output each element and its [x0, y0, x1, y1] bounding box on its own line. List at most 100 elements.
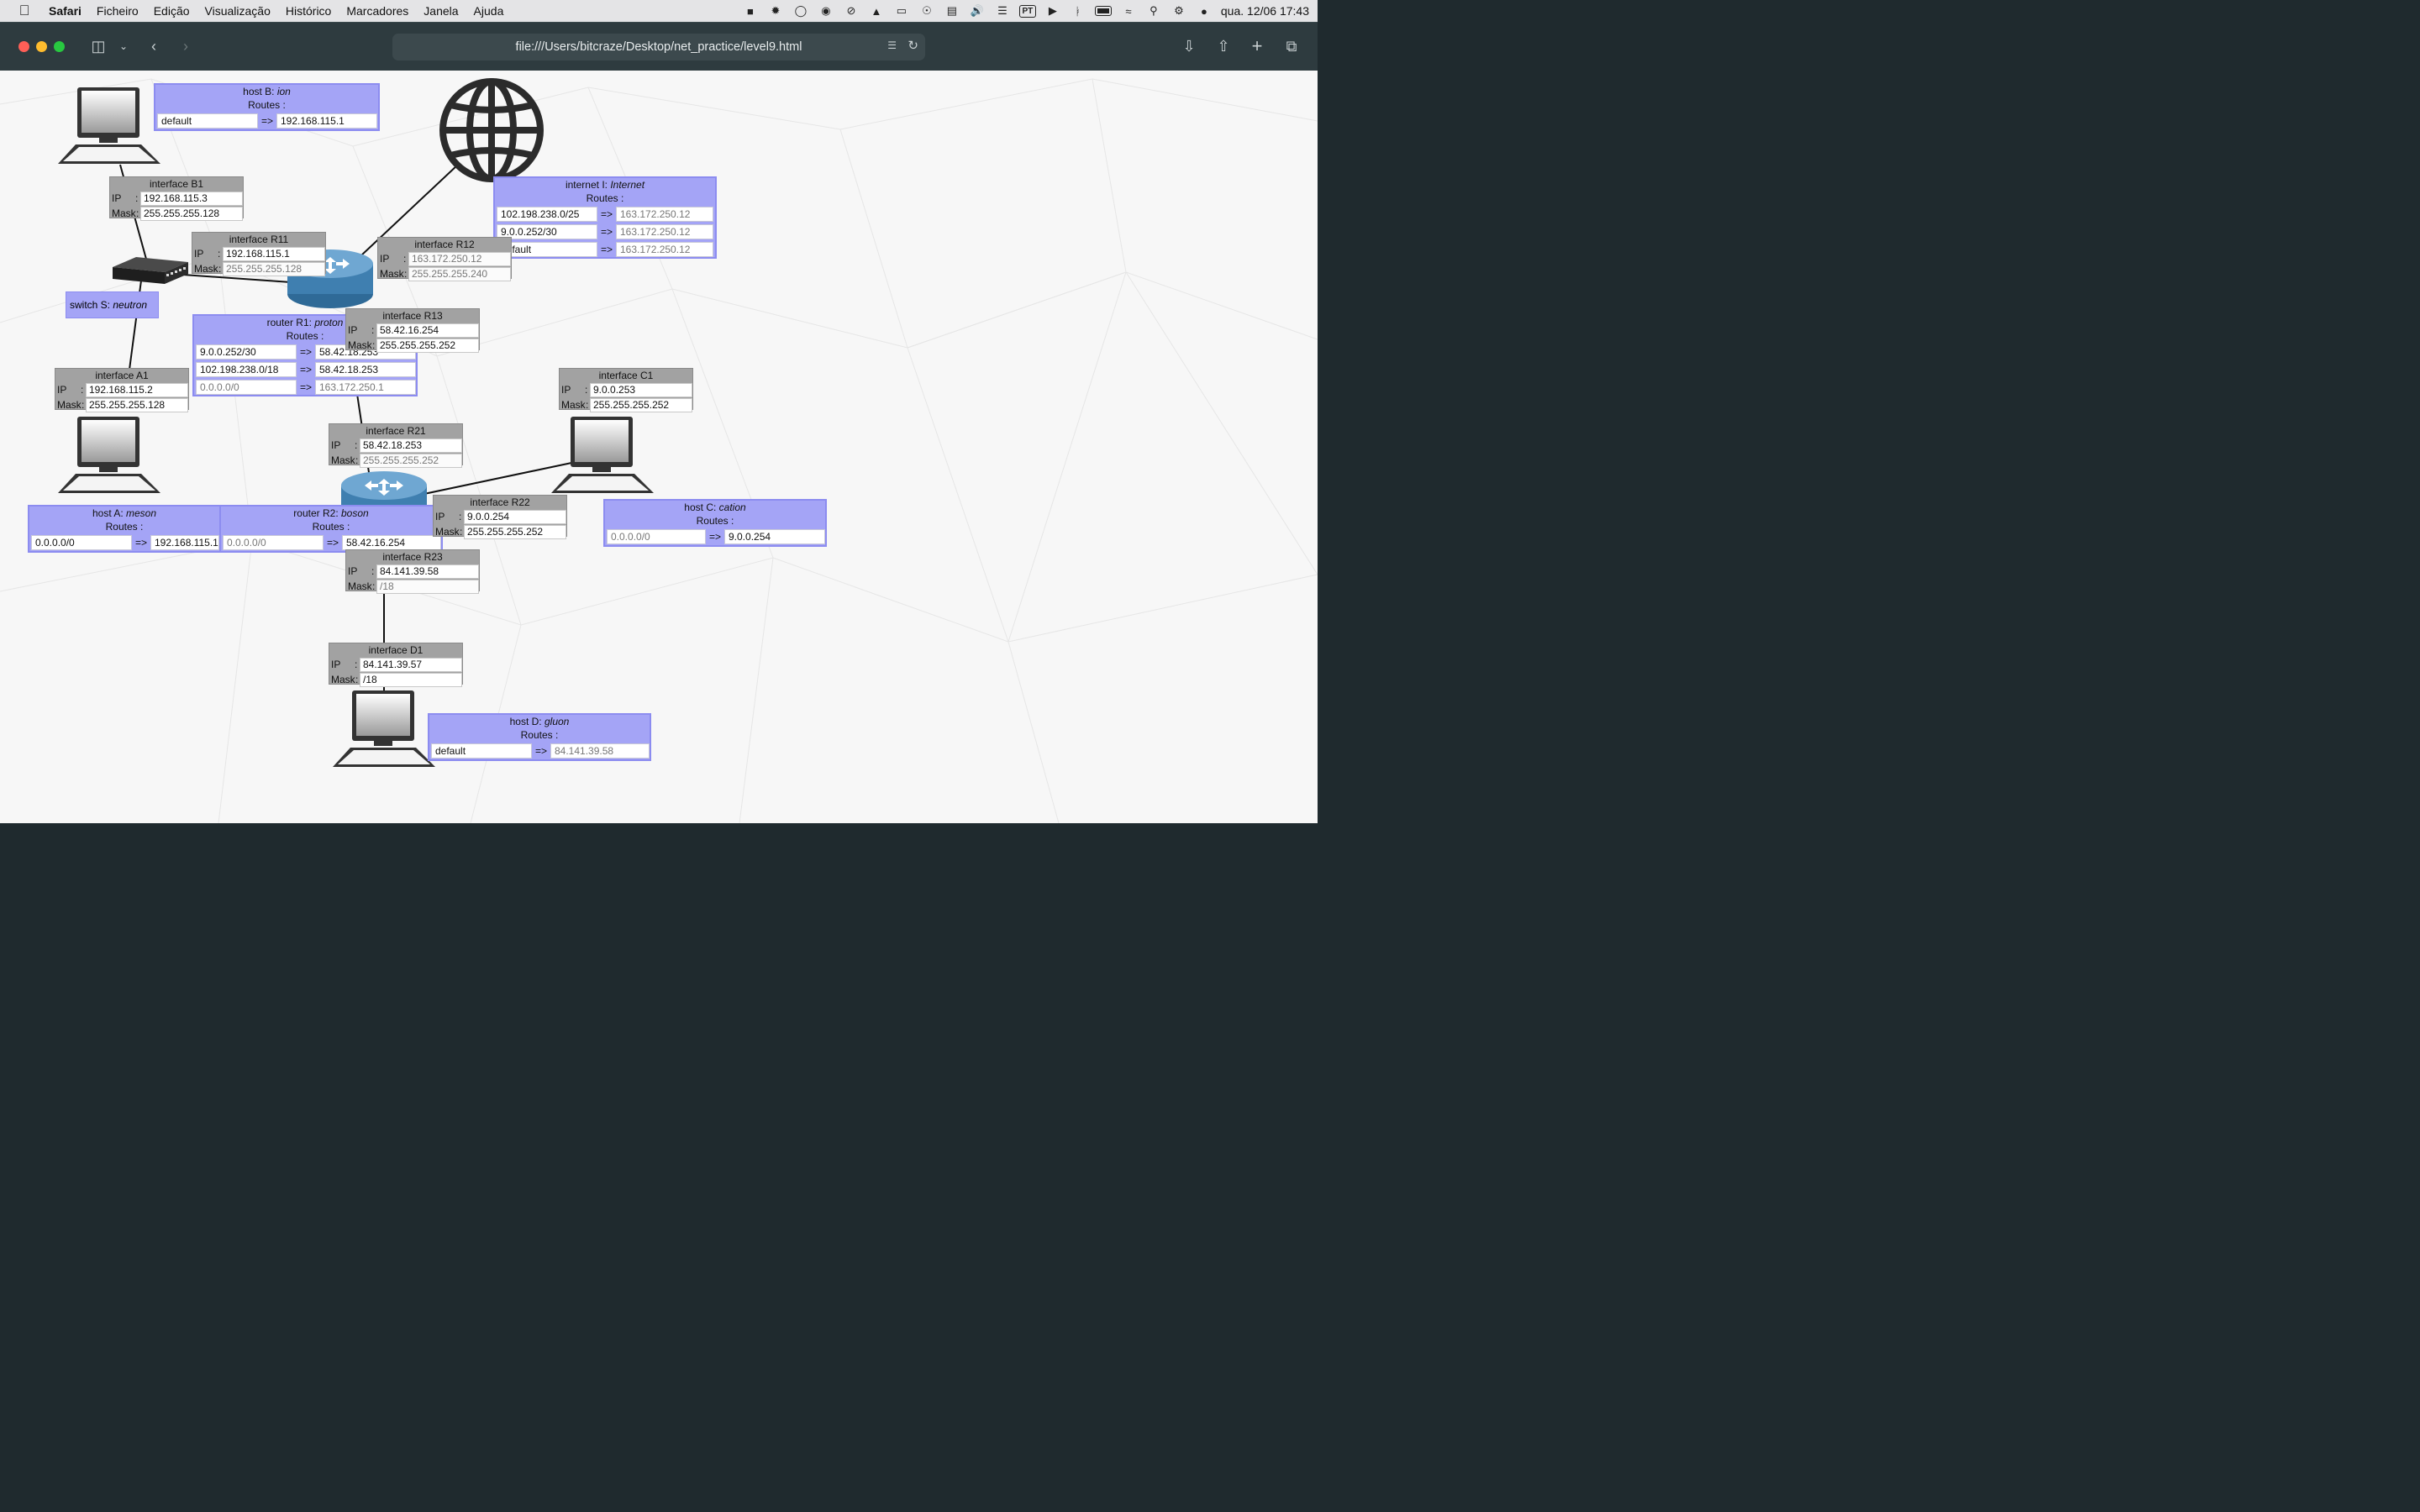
control-center-icon[interactable]: ⚙: [1174, 4, 1184, 17]
menu-historico[interactable]: Histórico: [285, 4, 332, 18]
interface-a1-mask-field[interactable]: 255.255.255.128: [86, 398, 188, 412]
aperture-icon[interactable]: ✹: [771, 4, 781, 17]
interface-a1-ip-field[interactable]: 192.168.115.2: [86, 383, 188, 397]
close-window-button[interactable]: [18, 41, 29, 52]
colon-label: :: [82, 399, 85, 411]
share-icon[interactable]: ⇧: [1217, 37, 1230, 55]
router-r2-route-via[interactable]: 58.42.16.254: [342, 535, 441, 550]
menu-janela[interactable]: Janela: [424, 4, 459, 18]
interface-r12-mask-field: 255.255.255.240: [408, 267, 511, 281]
wifi-icon[interactable]: ≈: [1125, 4, 1132, 18]
tab-overview-icon[interactable]: ⧉: [1286, 37, 1297, 55]
internet-route-dest[interactable]: 102.198.238.0/25: [497, 207, 597, 222]
host-c-routes-panel: host C: cation Routes : 0.0.0.0/0 => 9.0…: [603, 499, 827, 547]
play-icon[interactable]: ▶: [1048, 4, 1057, 17]
search-icon[interactable]: ⚲: [1150, 4, 1158, 17]
menu-ficheiro[interactable]: Ficheiro: [96, 4, 139, 18]
display-icon[interactable]: ▭: [896, 4, 908, 17]
interface-r22-title: interface R22: [470, 496, 530, 508]
mask-label: Mask: [348, 339, 372, 351]
host-a-computer-icon[interactable]: [57, 415, 163, 496]
interface-r13-mask-field[interactable]: 255.255.255.252: [376, 339, 479, 353]
interface-r21-ip-field[interactable]: 58.42.18.253: [360, 438, 462, 453]
internet-globe-icon[interactable]: [437, 77, 546, 185]
zoom-window-button[interactable]: [54, 41, 65, 52]
menu-edicao[interactable]: Edição: [153, 4, 190, 18]
menu-marcadores[interactable]: Marcadores: [346, 4, 409, 18]
interface-b1-ip-field[interactable]: 192.168.115.3: [140, 192, 243, 206]
interface-b1-title: interface B1: [149, 178, 204, 190]
list-icon[interactable]: ☰: [997, 4, 1007, 17]
host-d-route-via: 84.141.39.58: [550, 743, 650, 759]
switch-icon[interactable]: [111, 254, 190, 289]
interface-r22-ip-field[interactable]: 9.0.0.254: [464, 510, 566, 524]
headphones-icon[interactable]: ◯: [794, 4, 808, 17]
host-b-route-dest[interactable]: default: [157, 113, 258, 129]
internet-route-dest[interactable]: 9.0.0.252/30: [497, 224, 597, 239]
router-r1-route-via[interactable]: 58.42.18.253: [315, 362, 416, 377]
host-b-computer-icon[interactable]: [57, 86, 163, 166]
host-a-routes-label: Routes :: [105, 521, 144, 533]
menu-app[interactable]: Safari: [49, 4, 82, 18]
downloads-icon[interactable]: ⇩: [1182, 37, 1196, 55]
chevron-down-icon[interactable]: ⌄: [118, 40, 129, 52]
bookmark-icon[interactable]: ▲: [871, 4, 882, 18]
bluetooth-icon[interactable]: ᛓ: [1074, 4, 1081, 18]
host-b-route-row: default => 192.168.115.1: [157, 113, 377, 129]
host-a-route-via[interactable]: 192.168.115.1: [150, 535, 219, 550]
translate-icon[interactable]: ☰: [887, 39, 897, 51]
interface-a1-title: interface A1: [95, 370, 149, 381]
link-r2-hostc: [419, 461, 576, 496]
interface-r11-ip-field[interactable]: 192.168.115.1: [223, 247, 325, 261]
host-c-route-via[interactable]: 9.0.0.254: [724, 529, 825, 544]
memory-icon[interactable]: ▤: [946, 4, 958, 17]
interface-d1-mask-field[interactable]: /18: [360, 673, 462, 687]
interface-r13-ip-field[interactable]: 58.42.16.254: [376, 323, 479, 338]
route-arrow: =>: [299, 346, 312, 358]
host-b-title-prefix: host B:: [243, 86, 277, 97]
blocker-icon[interactable]: ⊘: [846, 4, 856, 17]
menu-visualizacao[interactable]: Visualização: [204, 4, 271, 18]
sidebar-icon[interactable]: ◫: [91, 37, 106, 55]
host-b-route-via[interactable]: 192.168.115.1: [276, 113, 377, 129]
volume-icon[interactable]: 🔊: [970, 4, 984, 17]
host-a-route-dest[interactable]: 0.0.0.0/0: [31, 535, 132, 550]
interface-c1-mask-field[interactable]: 255.255.255.252: [590, 398, 692, 412]
interface-b1-mask-field[interactable]: 255.255.255.128: [140, 207, 243, 221]
shield-icon[interactable]: ■: [746, 4, 754, 18]
siri-icon[interactable]: ●: [1200, 4, 1207, 18]
apple-icon[interactable]: : [0, 3, 49, 19]
router-r1-route-dest[interactable]: 102.198.238.0/18: [196, 362, 297, 377]
colon-label: :: [372, 580, 376, 592]
interface-c1-ip-field[interactable]: 9.0.0.253: [590, 383, 692, 397]
new-tab-icon[interactable]: +: [1251, 35, 1263, 56]
address-bar[interactable]: file:///Users/bitcraze/Desktop/net_pract…: [392, 34, 925, 60]
host-c-title-prefix: host C:: [684, 501, 719, 513]
interface-r23-ip-field[interactable]: 84.141.39.58: [376, 564, 479, 579]
clock[interactable]: qua. 12/06 17:43: [1220, 4, 1309, 18]
switch-s-title-prefix: switch S:: [70, 299, 113, 311]
host-d-computer-icon[interactable]: [332, 689, 438, 769]
input-source-icon[interactable]: PT: [1018, 3, 1037, 18]
camera-icon[interactable]: ◉: [821, 4, 831, 17]
interface-d1-ip-field[interactable]: 84.141.39.57: [360, 658, 462, 672]
router-r1-route-dest[interactable]: 9.0.0.252/30: [196, 344, 297, 360]
host-b-routes-panel: host B: ion Routes : default => 192.168.…: [154, 83, 380, 131]
menu-ajuda[interactable]: Ajuda: [473, 4, 504, 18]
host-d-route-dest[interactable]: default: [431, 743, 532, 759]
router-r2-routes-panel: router R2: boson Routes : 0.0.0.0/0 => 5…: [219, 505, 443, 553]
internet-route-via: 163.172.250.12: [616, 242, 713, 257]
ip-label: IP: [435, 511, 445, 522]
host-c-name: cation: [718, 501, 746, 513]
battery-icon[interactable]: [1094, 3, 1112, 18]
colon-label: :: [355, 674, 359, 685]
interface-r22-mask-field[interactable]: 255.255.255.252: [464, 525, 566, 539]
internet-route-dest[interactable]: default: [497, 242, 597, 257]
host-c-computer-icon[interactable]: [550, 415, 656, 496]
minimize-window-button[interactable]: [36, 41, 47, 52]
back-icon[interactable]: ‹: [151, 37, 156, 55]
reload-icon[interactable]: ↻: [908, 39, 918, 53]
forward-icon[interactable]: ›: [183, 37, 188, 55]
internet-title: internet I: Internet: [495, 178, 715, 192]
password-icon[interactable]: ☉: [922, 4, 932, 17]
